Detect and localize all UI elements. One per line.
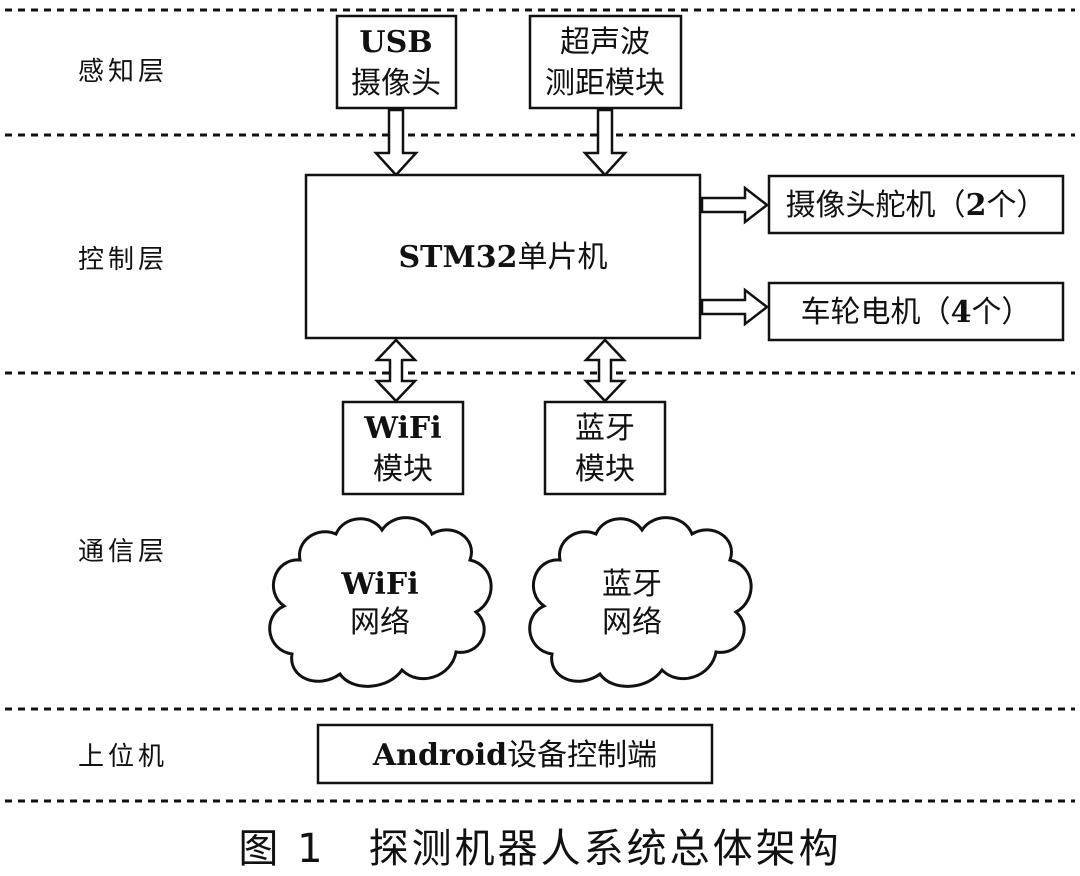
layer-label-control: 控制层	[78, 245, 168, 275]
layer-label-communication: 通信层	[78, 537, 168, 567]
wifi-network-cloud: WiFi 网络	[268, 516, 493, 688]
arrow-mcu-wifi-bidirectional	[374, 338, 418, 403]
arrow-mcu-bluetooth-bidirectional	[583, 338, 627, 403]
usb-camera-line2: 摄像头	[351, 66, 441, 101]
motor-label: 车轮电机（4个）	[801, 295, 1032, 330]
motor-box: 车轮电机（4个）	[767, 281, 1065, 342]
layer-label-host: 上位机	[78, 742, 168, 772]
bluetooth-module-line2: 模块	[575, 452, 635, 487]
mcu-label: STM32单片机	[399, 240, 608, 275]
arrow-mcu-to-motor	[700, 287, 770, 327]
servo-label: 摄像头舵机（2个）	[786, 188, 1047, 223]
bluetooth-network-line2: 网络	[602, 605, 662, 640]
mcu-box: STM32单片机	[304, 173, 702, 340]
bluetooth-module-line1: 蓝牙	[575, 411, 635, 446]
android-controller-label: Android设备控制端	[372, 738, 657, 773]
arrow-mcu-to-servo	[700, 185, 770, 225]
ultrasonic-line1: 超声波	[560, 25, 650, 60]
bluetooth-module-box: 蓝牙 模块	[543, 400, 667, 496]
layer-label-perception: 感知层	[78, 57, 168, 87]
ultrasonic-line2: 测距模块	[545, 66, 665, 101]
wifi-module-box: WiFi 模块	[341, 400, 465, 496]
wifi-module-line1: WiFi	[363, 411, 441, 446]
servo-box: 摄像头舵机（2个）	[767, 174, 1065, 235]
wifi-module-line2: 模块	[373, 452, 433, 487]
bluetooth-network-cloud: 蓝牙 网络	[528, 516, 753, 688]
arrow-ultrasonic-to-mcu	[582, 108, 628, 177]
wifi-network-line1: WiFi	[340, 567, 418, 602]
figure-caption: 图 1 探测机器人系统总体架构	[238, 826, 841, 872]
wifi-network-line2: 网络	[350, 605, 410, 640]
usb-camera-line1: USB	[359, 25, 432, 60]
android-controller-box: Android设备控制端	[316, 723, 714, 785]
arrow-usb-to-mcu	[373, 108, 419, 177]
ultrasonic-box: 超声波 测距模块	[528, 14, 683, 110]
usb-camera-box: USB 摄像头	[335, 14, 458, 110]
bluetooth-network-line1: 蓝牙	[602, 567, 662, 602]
